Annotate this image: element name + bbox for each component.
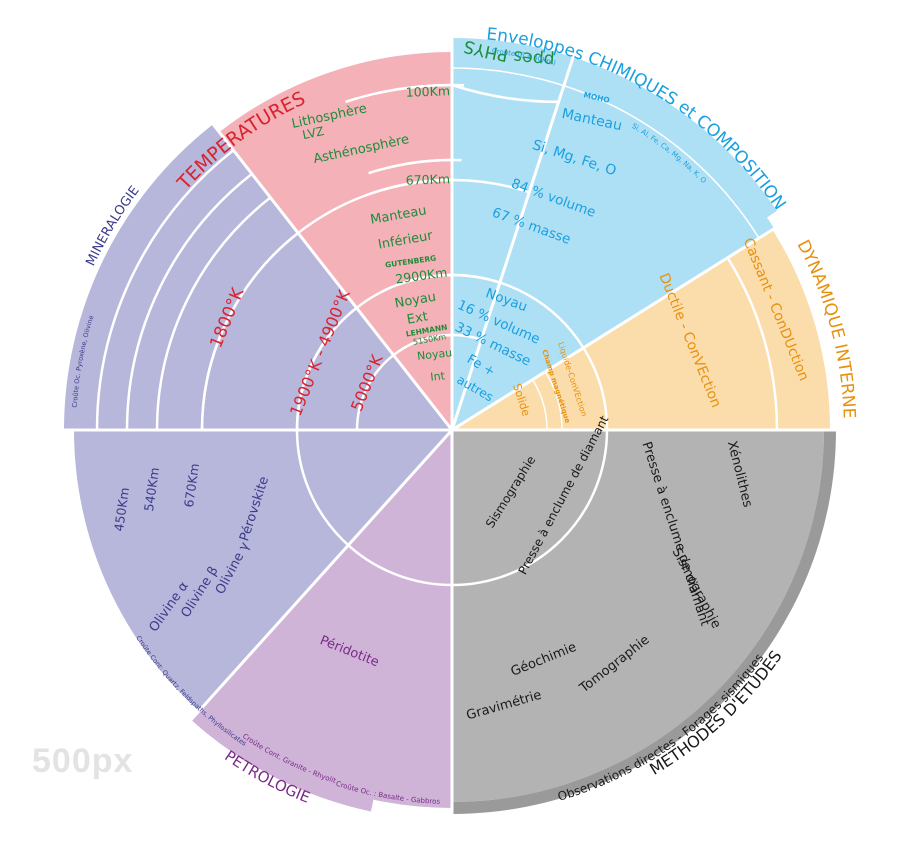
mineralogie-crust-ring [64,124,228,430]
sector-divider [186,428,454,725]
ring-boundary [403,273,458,284]
ring-boundary [295,306,358,431]
ring-boundary [422,333,456,341]
phys-670km: 670Km [405,171,450,188]
ring-boundary [726,257,779,431]
ring-boundary [200,232,299,431]
sector-divider [451,219,788,432]
ring-boundary [355,333,482,431]
min-670km: 670Km [181,462,202,508]
ring-boundary [125,172,253,431]
phys-noyau-int: Noyau [416,346,452,363]
methodes-sector [452,430,824,802]
min-450km: 450Km [111,486,132,532]
sector-divider [207,117,454,431]
ring-boundary [451,429,609,587]
ring-boundary [155,196,272,431]
sector-dividers [57,35,847,825]
phys-noyau-ext: Noyau [394,290,438,312]
dynamique-sector [452,229,830,430]
chimiques-sector [452,50,775,430]
chimiques-crust-ring [452,38,777,220]
min-540km: 540Km [141,466,162,512]
boundary-rings [95,67,779,587]
phys-100km: 100Km [405,83,450,100]
phys-2900km: 2900Km [394,264,448,286]
ring-boundary [374,178,461,194]
petrologie-crust-ring [191,700,377,812]
ring-boundary [451,273,585,349]
ring-boundary [531,379,548,431]
mineralogie-lower-sector [74,430,452,711]
mineralogie-sector [74,132,452,430]
ring-boundary [451,67,760,239]
ring-boundary [582,347,609,431]
sector-divider [450,53,576,431]
watermark-logo: 500px [32,742,134,780]
ring-boundary [295,429,453,587]
phys-int: Int [430,369,446,384]
phys-ext: Ext [406,309,429,327]
ring-boundary [368,158,462,175]
ring-boundary [451,83,559,104]
ring-boundary [544,371,563,431]
phys-lvz: LVZ [301,124,325,142]
petrologie-sector [199,430,452,808]
ring-boundary [95,149,235,431]
ring-boundary [345,83,465,104]
